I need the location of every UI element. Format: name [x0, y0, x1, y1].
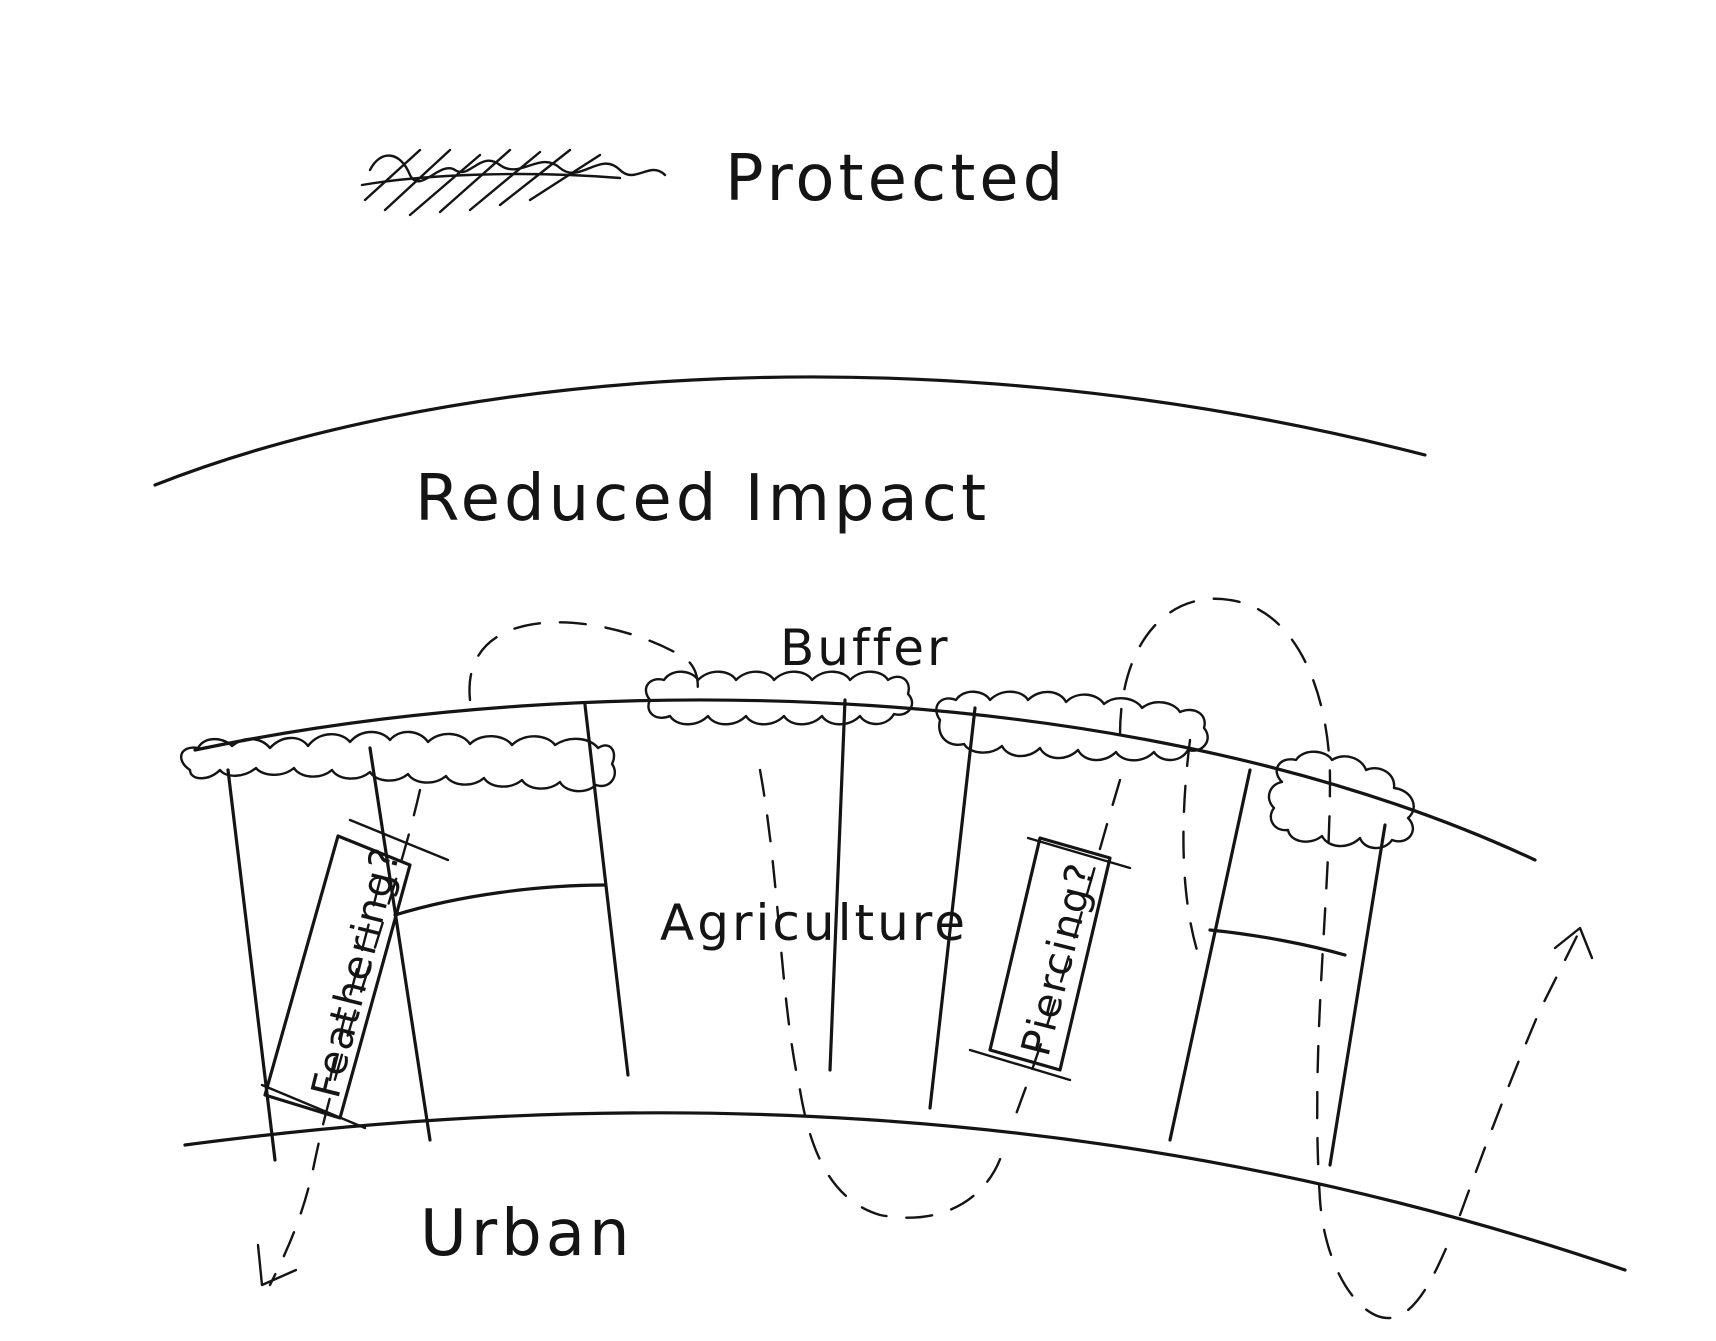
movement-path-feathering: [328, 878, 382, 1082]
movement-path-loop: [758, 768, 1007, 1219]
movement-path-loop: [468, 621, 699, 702]
parcel-divider: [828, 698, 847, 1072]
parcel-divider: [1168, 768, 1252, 1142]
arrowhead-icon: [1553, 926, 1594, 960]
parcel-divider: [583, 703, 630, 1077]
canopy-cloud: [644, 670, 914, 726]
protected-zone-label: Protected: [725, 142, 1067, 216]
urban-zone-label: Urban: [420, 1197, 634, 1271]
movement-path-loop: [1118, 597, 1452, 1320]
piercing-box-tick: [968, 836, 1132, 1082]
buffer-boundary-arc: [193, 698, 1537, 862]
parcel-divider: [928, 706, 977, 1110]
movement-arrowheads: [256, 926, 1594, 1287]
canopy-cloud: [1267, 750, 1415, 850]
agriculture-zone-label: Agriculture: [660, 894, 968, 952]
feathering-box-tick: [260, 818, 450, 1130]
urban-boundary-line: [183, 1111, 1627, 1272]
movement-path-arrow-line: [1182, 738, 1202, 962]
canopy-cloud: [180, 730, 617, 793]
piercing-box: [988, 836, 1112, 1072]
piercing-corridor: Piercing?: [968, 836, 1132, 1082]
movement-path-lines: [268, 597, 1582, 1320]
canopy-cloud: [935, 690, 1209, 762]
parcel-divider: [1328, 823, 1387, 1167]
movement-path-feathering: [268, 788, 422, 1287]
agriculture-parcel-lines: [226, 698, 1387, 1167]
arrowhead-icon: [256, 1243, 298, 1287]
crossed-out-scribble: [360, 148, 667, 217]
parcel-divider: [393, 883, 607, 917]
protected-boundary-line: [153, 375, 1427, 487]
buffer-zone-label: Buffer: [780, 619, 951, 677]
parcel-divider: [1208, 928, 1347, 957]
parcel-divider: [226, 768, 277, 1162]
parcel-divider: [368, 746, 432, 1142]
movement-path-arrow-line: [1458, 928, 1582, 1217]
reduced-impact-zone-label: Reduced Impact: [415, 462, 990, 536]
tree-canopy-clouds: [180, 670, 1415, 850]
